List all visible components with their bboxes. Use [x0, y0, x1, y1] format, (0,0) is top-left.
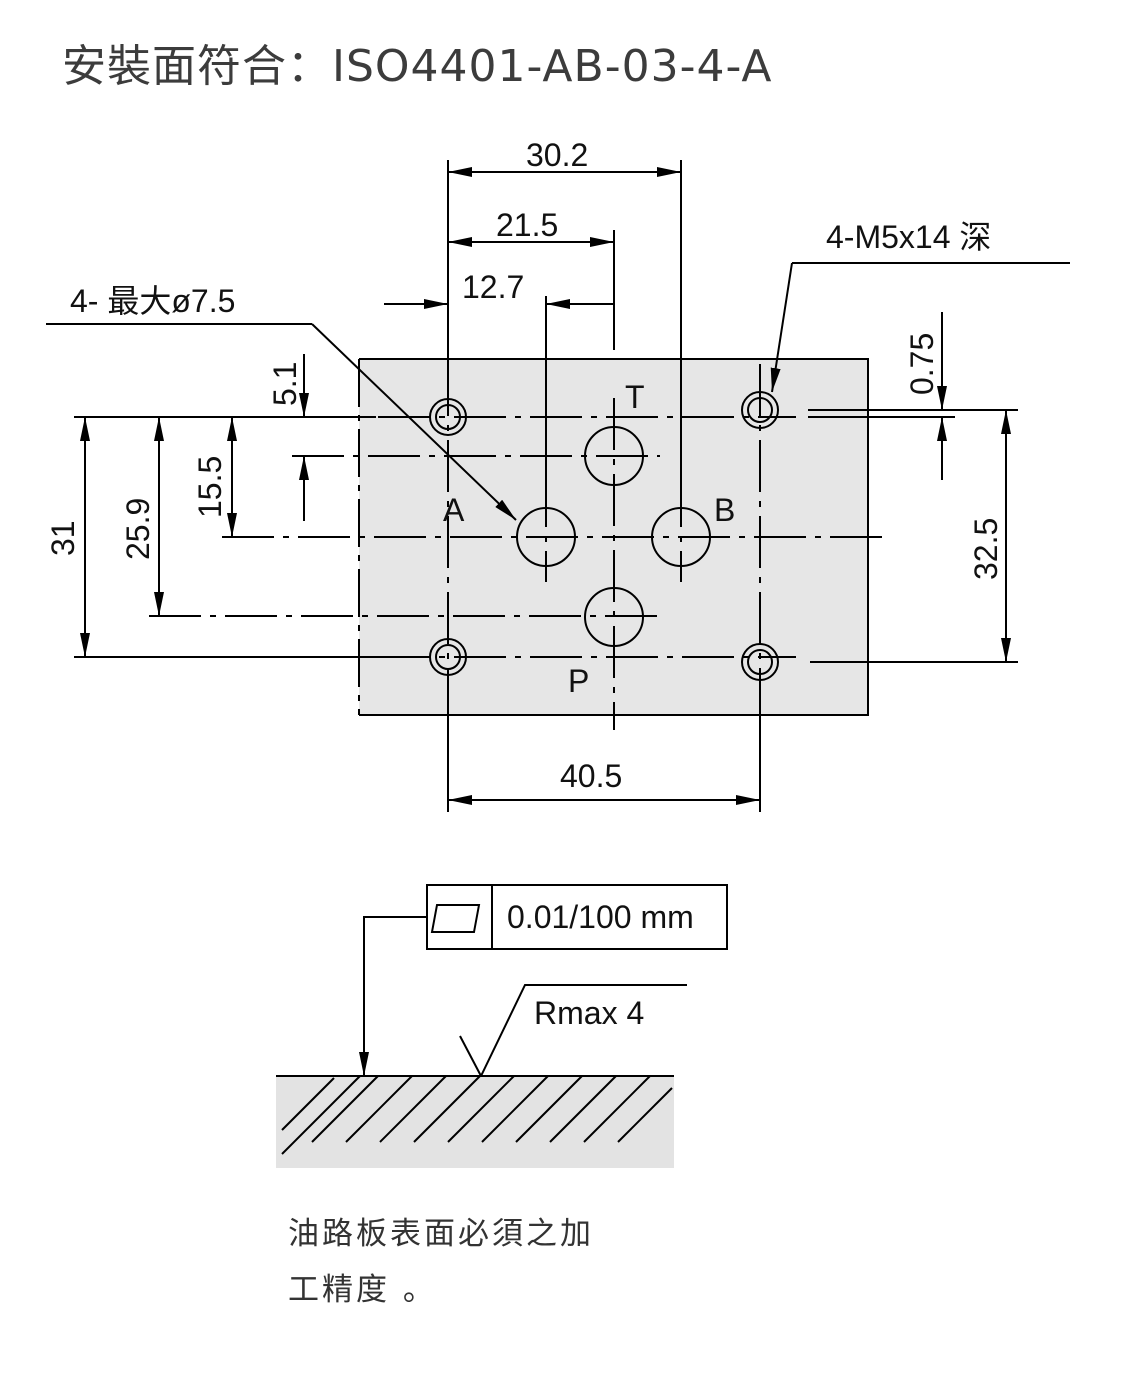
thread-hole-bottom-right: [741, 643, 779, 681]
port-hole-T: [584, 426, 644, 486]
port-hole-P: [584, 587, 644, 647]
tolerance-value: 0.01/100 mm: [507, 899, 694, 935]
surface-roughness-symbol: Rmax 4: [459, 984, 687, 1079]
dimension-31: 31: [45, 416, 392, 658]
thread-hole-bottom-left: [429, 638, 467, 676]
dim-25-9-label: 25.9: [120, 498, 156, 560]
dim-31-label: 31: [45, 520, 81, 556]
dim-0-75-label: 0.75: [904, 333, 940, 395]
thread-callout: 4-M5x14 深: [770, 219, 1070, 393]
center-lines: [149, 364, 882, 730]
dimension-30-2: 30.2: [447, 137, 682, 478]
thread-callout-label: 4-M5x14 深: [826, 219, 991, 255]
port-hole-A: [516, 507, 576, 567]
thread-hole-top-left: [429, 398, 467, 436]
dim-21-5-label: 21.5: [496, 207, 558, 243]
port-label-A: A: [443, 492, 465, 528]
dimension-15-5: 15.5: [192, 417, 237, 537]
dimension-5-1: 5.1: [267, 354, 309, 521]
surface-finish-note: 油路板表面必須之加 工精度 。: [288, 1206, 668, 1318]
dim-32-5-label: 32.5: [968, 518, 1004, 580]
caption-line-1: 油路板表面必須之加: [288, 1216, 594, 1252]
port-label-P: P: [568, 663, 589, 699]
dim-12-7-label: 12.7: [462, 269, 524, 305]
dimension-21-5: 21.5: [448, 207, 615, 350]
dimension-32-5: 32.5: [810, 410, 1018, 663]
port-hole-B: [651, 507, 711, 567]
dim-40-5-label: 40.5: [560, 758, 622, 794]
dim-30-2-label: 30.2: [526, 137, 588, 173]
flatness-tolerance-frame: 0.01/100 mm: [359, 884, 728, 1076]
dimension-0-75: 0.75: [808, 312, 1018, 480]
page-title: 安裝面符合：ISO4401-AB-03-4-A: [62, 41, 773, 92]
dimension-25-9: 25.9: [120, 417, 164, 616]
hatched-surface: [276, 1075, 674, 1168]
port-hole-callout: 4- 最大ø7.5: [46, 283, 517, 521]
dimension-40-5: 40.5: [447, 716, 761, 812]
caption-line-2: 工精度 。: [288, 1272, 437, 1308]
port-label-T: T: [625, 379, 645, 415]
dimension-12-7: 12.7: [384, 269, 614, 478]
dim-15-5-label: 15.5: [192, 456, 228, 518]
thread-hole-top-right: [741, 391, 779, 429]
flatness-parallelogram-icon: [430, 904, 481, 933]
dim-5-1-label: 5.1: [267, 362, 303, 406]
port-label-B: B: [714, 492, 735, 528]
port-hole-callout-label: 4- 最大ø7.5: [70, 283, 235, 319]
roughness-label: Rmax 4: [534, 995, 644, 1031]
